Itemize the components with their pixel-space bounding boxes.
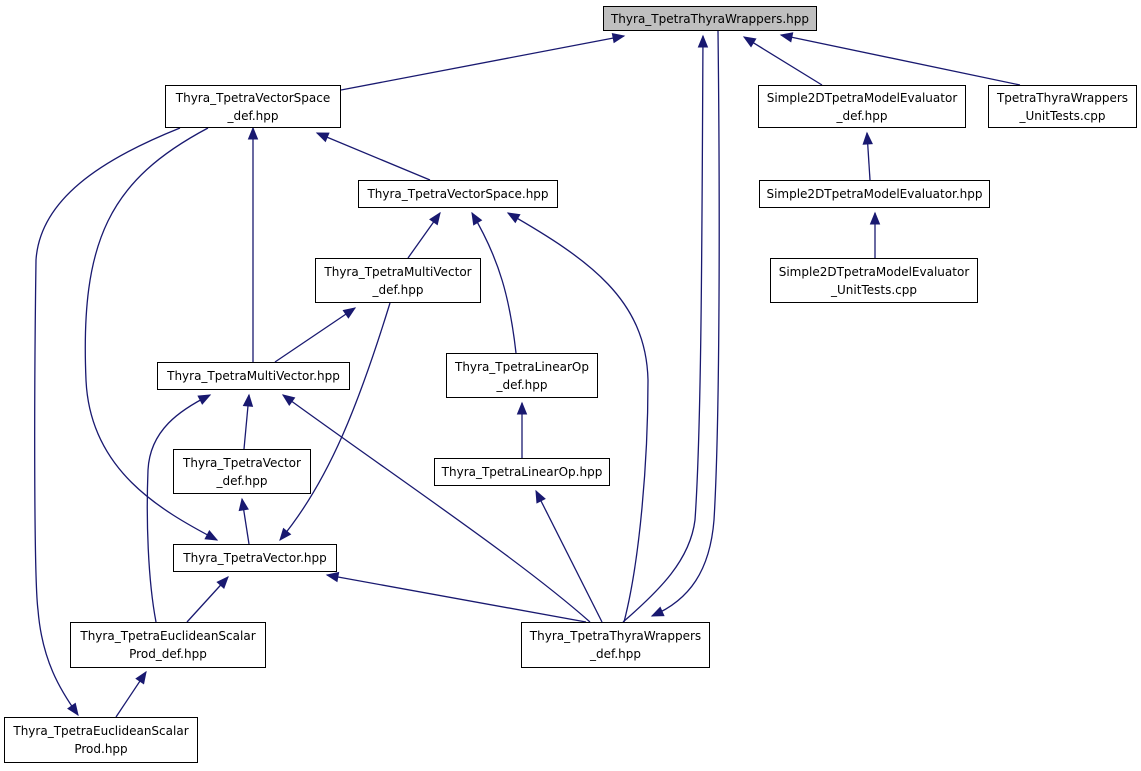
node-label-line2: _def.hpp xyxy=(227,108,279,123)
node-label: Thyra_TpetraMultiVector.hpp xyxy=(167,369,340,383)
arrowhead-vs_def-to-root xyxy=(611,33,626,44)
arrowhead-tw_def-to-root xyxy=(697,34,709,48)
node-label-line1: Thyra_TpetraVector xyxy=(183,455,301,470)
node-simple2d-tpetra-model-evaluator-def-hpp[interactable]: Simple2DTpetraModelEvaluator _def.hpp xyxy=(758,85,966,128)
edge-v-to-mv_def xyxy=(279,302,391,541)
node-label-line1: Thyra_TpetraEuclideanScalar xyxy=(13,724,189,738)
arrowhead-v_def-to-mv xyxy=(242,393,254,407)
arrowhead-tw_def-to-v xyxy=(325,571,340,583)
node-thyra-tpetra-thyra-wrappers-def-hpp[interactable]: Thyra_TpetraThyraWrappers _def.hpp xyxy=(521,622,710,668)
node-label-line1: Thyra_TpetraVectorSpace xyxy=(175,90,331,105)
node-tpetra-thyra-wrappers-unit-tests-cpp[interactable]: TpetraThyraWrappers _UnitTests.cpp xyxy=(988,85,1137,128)
node-thyra-tpetra-euclidean-scalar-prod-def-hpp[interactable]: Thyra_TpetraEuclideanScalar Prod_def.hpp xyxy=(70,622,266,668)
node-label-line1: Simple2DTpetraModelEvaluator xyxy=(766,90,958,105)
node-label-line1: Thyra_TpetraEuclideanScalar xyxy=(80,629,256,643)
arrowhead-v-to-vs_def xyxy=(204,529,219,541)
arrowhead-esp-to-vs_def xyxy=(67,702,79,717)
edge-vs-to-vs_def xyxy=(316,132,431,181)
edge-esp-to-vs_def xyxy=(34,127,181,716)
edge-tw_def-to-vs xyxy=(507,212,649,623)
node-simple2d-tpetra-model-evaluator-hpp[interactable]: Simple2DTpetraModelEvaluator.hpp xyxy=(759,180,990,208)
edge-vs_def-to-root xyxy=(340,35,625,91)
edge-mv-to-mv_def xyxy=(274,307,356,363)
node-label-line2: _def.hpp xyxy=(372,282,424,297)
node-label-line1: Thyra_TpetraThyraWrappers xyxy=(529,629,702,643)
arrowhead-s2d_unit-to-s2d xyxy=(869,211,881,225)
node-thyra-tpetra-euclidean-scalar-prod-hpp[interactable]: Thyra_TpetraEuclideanScalar Prod.hpp xyxy=(4,717,198,763)
arrowhead-esp_def-to-v xyxy=(216,576,229,590)
node-simple2d-tpetra-model-evaluator-unit-tests-cpp[interactable]: Simple2DTpetraModelEvaluator _UnitTests.… xyxy=(770,258,978,303)
node-label-line2: _def.hpp xyxy=(216,473,268,488)
node-label-line2: _UnitTests.cpp xyxy=(1019,108,1106,123)
arrowhead-v-to-v_def xyxy=(238,497,249,512)
arrowhead-s2d-to-s2d_def xyxy=(862,131,873,145)
arrowhead-mv-to-mv_def xyxy=(342,307,357,319)
node-label-line2: _UnitTests.cpp xyxy=(831,282,917,297)
node-thyra-tpetra-multi-vector-def-hpp[interactable]: Thyra_TpetraMultiVector _def.hpp xyxy=(315,258,481,303)
edge-tw_def-to-root xyxy=(622,35,704,623)
edge-lo_def-to-vs xyxy=(471,212,517,354)
node-label-line1: TpetraThyraWrappers xyxy=(996,90,1129,105)
node-label-line2: Prod_def.hpp xyxy=(129,647,207,661)
node-thyra-tpetra-vector-space-hpp[interactable]: Thyra_TpetraVectorSpace.hpp xyxy=(358,180,558,208)
node-label: Thyra_TpetraVectorSpace.hpp xyxy=(367,187,549,201)
edge-tw_def-to-mv xyxy=(282,394,591,623)
node-label-line2: _def.hpp xyxy=(496,377,548,392)
arrowhead-esp_def-to-mv xyxy=(197,394,212,405)
arrowhead-lo_def-to-vs xyxy=(471,211,483,226)
arrowhead-root-to-tw_def xyxy=(650,606,665,617)
node-label-line1: Simple2DTpetraModelEvaluator xyxy=(778,264,970,279)
arrowhead-tw_def-to-lo xyxy=(535,489,546,504)
node-thyra-tpetra-multi-vector-hpp[interactable]: Thyra_TpetraMultiVector.hpp xyxy=(157,362,350,390)
arrowhead-lo-to-lo_def xyxy=(516,401,528,415)
arrowhead-s2d_def-to-root xyxy=(742,36,757,48)
node-thyra-tpetra-thyra-wrappers-hpp[interactable]: Thyra_TpetraThyraWrappers.hpp xyxy=(603,6,817,31)
edge-esp_def-to-mv xyxy=(146,394,211,623)
edge-tw_def-to-v xyxy=(326,574,587,623)
node-label-line2: _def.hpp xyxy=(589,647,641,661)
arrowhead-mv_def-to-vs xyxy=(429,211,441,226)
node-thyra-tpetra-vector-space-def-hpp[interactable]: Thyra_TpetraVectorSpace _def.hpp xyxy=(165,85,341,128)
node-label: Thyra_TpetraVector.hpp xyxy=(183,551,327,565)
node-thyra-tpetra-vector-hpp[interactable]: Thyra_TpetraVector.hpp xyxy=(173,544,337,572)
node-label: Thyra_TpetraThyraWrappers.hpp xyxy=(610,11,810,26)
node-label-line1: Thyra_TpetraMultiVector xyxy=(324,264,472,279)
node-thyra-tpetra-linear-op-def-hpp[interactable]: Thyra_TpetraLinearOp _def.hpp xyxy=(446,353,598,398)
arrowhead-tw_def-to-vs xyxy=(506,212,521,224)
edge-unit-to-root xyxy=(780,34,1021,86)
edge-root-to-tw_def xyxy=(651,30,720,617)
arrowhead-esp-to-esp_def xyxy=(135,670,147,685)
edge-tw_def-to-lo xyxy=(535,490,603,623)
arrowhead-mv-to-vs_def xyxy=(247,126,259,140)
node-label: Thyra_TpetraLinearOp.hpp xyxy=(441,465,603,479)
arrowhead-v-to-mv_def xyxy=(279,527,292,542)
node-thyra-tpetra-linear-op-hpp[interactable]: Thyra_TpetraLinearOp.hpp xyxy=(434,458,610,486)
arrowhead-unit-to-root xyxy=(779,32,794,43)
arrowhead-tw_def-to-mv xyxy=(281,394,296,406)
arrowhead-vs-to-vs_def xyxy=(315,132,330,143)
node-thyra-tpetra-vector-def-hpp[interactable]: Thyra_TpetraVector _def.hpp xyxy=(173,449,311,494)
node-label-line2: _def.hpp xyxy=(836,108,888,123)
edge-s2d_def-to-root xyxy=(743,36,823,86)
node-label: Simple2DTpetraModelEvaluator.hpp xyxy=(766,187,983,201)
node-label-line1: Thyra_TpetraLinearOp xyxy=(454,359,589,374)
edge-v-to-vs_def xyxy=(84,127,218,541)
node-label-line2: Prod.hpp xyxy=(74,742,128,756)
